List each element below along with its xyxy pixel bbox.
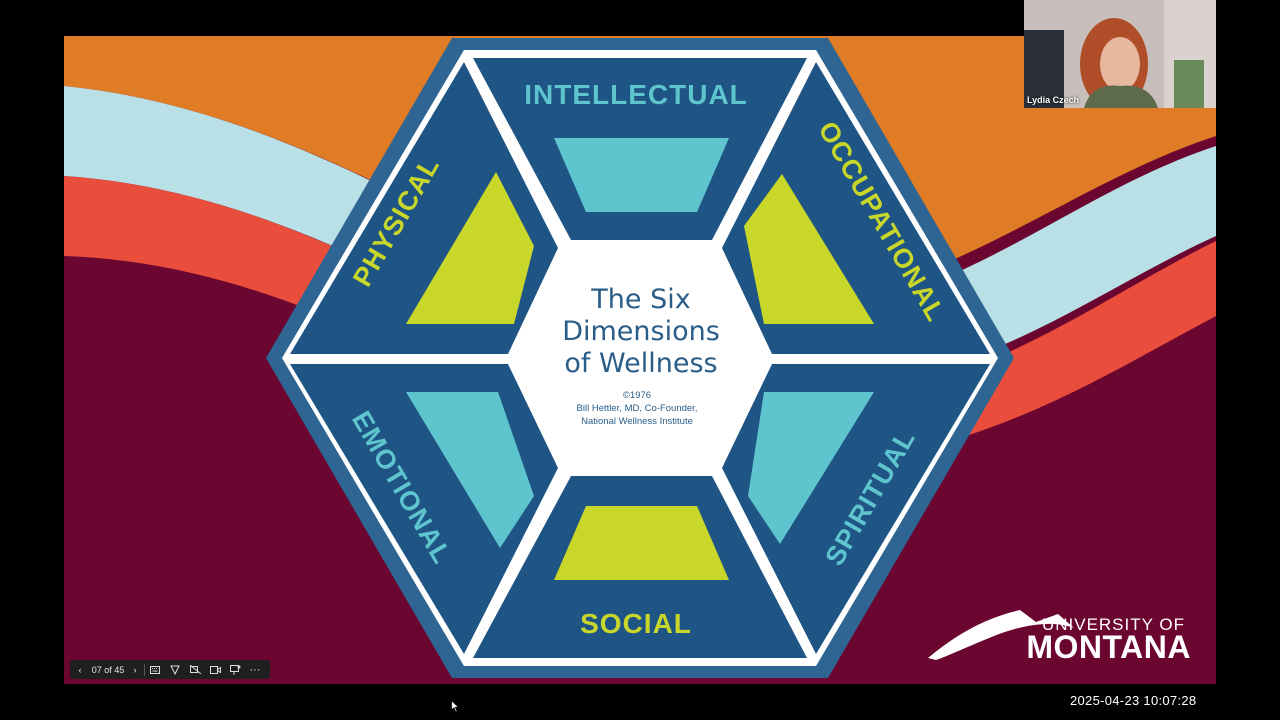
- slide-artwork: The Six Dimensions of Wellness ©1976 Bil…: [64, 36, 1216, 684]
- mountain-logo-icon: [928, 610, 1074, 660]
- participant-video-tile[interactable]: Lydia Czech: [1024, 0, 1216, 108]
- credit-line3: National Wellness Institute: [581, 416, 693, 427]
- label-intellectual: INTELLECTUAL: [524, 79, 748, 110]
- segment-upper-left-shape: [406, 172, 534, 324]
- chevron-left-icon[interactable]: ‹: [78, 664, 82, 675]
- center-title-line2: Dimensions: [562, 316, 720, 347]
- segment-lower-right-shape: [748, 392, 874, 544]
- presentation-toolbar: ‹ 07 of 45 › ···: [70, 660, 270, 679]
- keyboard-icon[interactable]: [145, 660, 165, 679]
- credit-line1: ©1976: [623, 390, 651, 401]
- label-social: SOCIAL: [580, 608, 692, 639]
- logo-line1: UNIVERSITY OF: [1042, 615, 1185, 634]
- hide-video-icon[interactable]: [185, 660, 205, 679]
- chevron-right-icon[interactable]: ›: [133, 664, 137, 675]
- mouse-cursor-icon: [451, 700, 459, 713]
- participant-video-image: [1024, 0, 1216, 108]
- more-icon[interactable]: ···: [249, 663, 261, 676]
- page-indicator: 07 of 45: [91, 664, 125, 675]
- center-hexagon: [512, 242, 772, 476]
- university-logo: UNIVERSITY OF MONTANA: [928, 610, 1191, 665]
- presentation-slide: The Six Dimensions of Wellness ©1976 Bil…: [64, 36, 1216, 684]
- annotate-icon[interactable]: [225, 660, 245, 679]
- pen-icon[interactable]: [165, 660, 185, 679]
- center-title-line3: of Wellness: [564, 348, 717, 379]
- logo-line2: MONTANA: [1026, 629, 1191, 665]
- segment-top-shape: [554, 138, 729, 212]
- camera-icon[interactable]: [205, 660, 225, 679]
- recording-timestamp: 2025-04-23 10:07:28: [1070, 693, 1197, 708]
- toolbar-divider: [144, 663, 145, 676]
- participant-name: Lydia Czech: [1027, 95, 1080, 105]
- segment-lower-left-shape: [406, 392, 534, 548]
- center-title-line1: The Six: [590, 284, 690, 315]
- segment-upper-right-shape: [744, 174, 874, 324]
- mountain-swoosh-icon: [943, 615, 1025, 657]
- segment-bottom-shape: [554, 506, 729, 580]
- credit-line2: Bill Hettler, MD, Co-Founder,: [577, 403, 698, 414]
